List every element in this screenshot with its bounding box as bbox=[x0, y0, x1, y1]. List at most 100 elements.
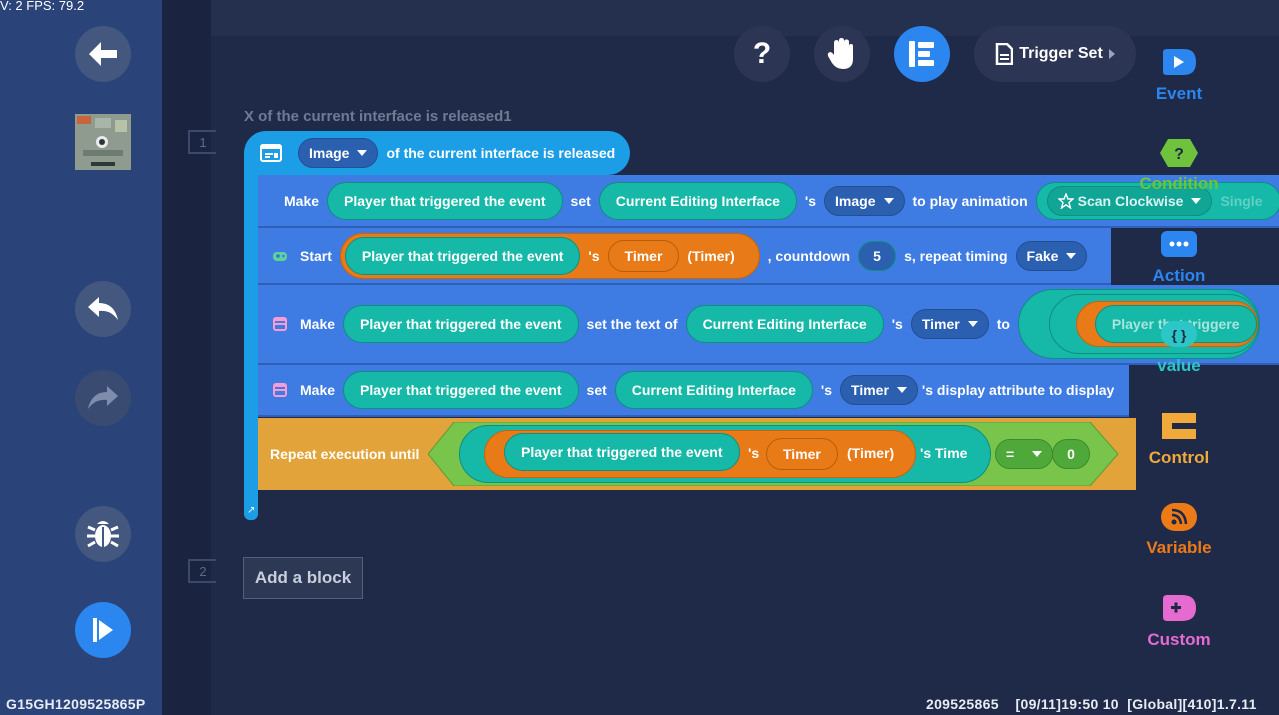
row1-image-dropdown[interactable]: Image bbox=[824, 185, 905, 216]
row3-player-pill[interactable]: Player that triggered the event bbox=[343, 305, 579, 343]
condition-icon: ? bbox=[1160, 139, 1198, 167]
category-action[interactable]: Action bbox=[1138, 230, 1220, 286]
row3-timer-dropdown-label: Timer bbox=[921, 316, 960, 332]
debug-button[interactable] bbox=[75, 506, 131, 562]
row5-value[interactable]: 0 bbox=[1052, 439, 1090, 469]
row3-timer-dropdown[interactable]: Timer bbox=[910, 309, 989, 339]
chevron-down-icon bbox=[1066, 252, 1077, 259]
svg-text:?: ? bbox=[1174, 146, 1184, 163]
row2-poss: 's bbox=[588, 247, 600, 264]
undo-button[interactable] bbox=[75, 281, 131, 337]
back-button[interactable] bbox=[75, 26, 131, 82]
row1-animation-label: Scan Clockwise bbox=[1077, 192, 1184, 209]
document-icon bbox=[995, 43, 1014, 65]
row3-value-expression[interactable]: Player that triggere bbox=[1017, 289, 1260, 359]
row1-poss: 's bbox=[804, 192, 817, 209]
status-bar-text: 209525865 [09/11]19:50 10 [Global][410]1… bbox=[926, 696, 1257, 712]
row1-player-pill[interactable]: Player that triggered the event bbox=[327, 181, 563, 220]
chevron-down-icon bbox=[967, 321, 978, 327]
trigger-set-button[interactable]: Trigger Set bbox=[974, 26, 1136, 82]
category-control-label: Control bbox=[1148, 448, 1210, 467]
bug-icon bbox=[87, 521, 119, 548]
category-value[interactable]: { } value bbox=[1138, 320, 1220, 376]
category-condition[interactable]: ? Condition bbox=[1138, 138, 1220, 194]
gamepad-icon bbox=[273, 251, 287, 261]
row5-operator-label: = bbox=[1006, 446, 1015, 462]
blocks-icon bbox=[909, 41, 934, 67]
debug-fps-text: V: 2 FPS: 79.2 bbox=[0, 0, 85, 13]
collapse-arrow-icon: ↗ bbox=[247, 505, 256, 516]
row2-countdown-value[interactable]: 5 bbox=[858, 240, 897, 271]
row5-timer-pill[interactable]: Timer bbox=[766, 438, 838, 470]
row1-image-dropdown-label: Image bbox=[835, 192, 876, 209]
hand-tool-button[interactable] bbox=[814, 26, 870, 82]
row1-trail-text: Single bbox=[1220, 192, 1263, 209]
row2-repeat-dropdown[interactable]: Fake bbox=[1015, 240, 1088, 271]
row2-repeat-dropdown-label: Fake bbox=[1026, 247, 1059, 264]
action-row-display-attribute[interactable]: Make Player that triggered the event set… bbox=[258, 365, 1129, 417]
row5-label: Repeat execution until bbox=[270, 446, 420, 462]
question-icon: ? bbox=[752, 37, 772, 70]
row1-interface-pill[interactable]: Current Editing Interface bbox=[598, 181, 797, 220]
row4-timer-dropdown-label: Timer bbox=[851, 382, 889, 398]
add-block-button[interactable]: Add a block bbox=[243, 557, 363, 599]
row3-interface-pill[interactable]: Current Editing Interface bbox=[685, 305, 884, 343]
row5-time-text: 's Time bbox=[920, 445, 968, 461]
category-event-label: Event bbox=[1155, 84, 1203, 103]
row5-player-pill[interactable]: Player that triggered the event bbox=[504, 433, 740, 471]
control-row-repeat-until[interactable]: Repeat execution until Player that trigg… bbox=[258, 418, 1136, 490]
row4-timer-dropdown[interactable]: Timer bbox=[840, 375, 918, 405]
star-icon bbox=[1057, 192, 1074, 209]
row2-countdown-text: , countdown bbox=[767, 247, 851, 264]
interface-icon bbox=[273, 383, 287, 397]
category-variable[interactable]: Variable bbox=[1138, 502, 1220, 558]
chevron-down-icon bbox=[883, 197, 894, 204]
row2-verb: Start bbox=[300, 247, 332, 264]
row4-player-pill[interactable]: Player that triggered the event bbox=[343, 371, 579, 409]
row1-verb: Make bbox=[284, 192, 320, 209]
row4-verb: Make bbox=[300, 382, 336, 398]
block-list-button[interactable] bbox=[894, 26, 950, 82]
left-sidebar: V: 2 FPS: 79.2 G15GH1209525865P bbox=[0, 0, 162, 715]
row1-set-text: set bbox=[570, 192, 591, 209]
category-event[interactable]: Event bbox=[1138, 48, 1220, 104]
category-action-label: Action bbox=[1152, 266, 1206, 285]
scene-thumbnail[interactable] bbox=[75, 114, 131, 170]
category-value-label: value bbox=[1157, 356, 1201, 375]
interface-icon bbox=[273, 317, 287, 331]
action-row-play-animation[interactable]: Make Player that triggered the event set… bbox=[258, 175, 1279, 228]
row5-operator-dropdown[interactable]: = bbox=[995, 439, 1054, 469]
row3-to: to bbox=[996, 316, 1010, 332]
arrow-left-icon bbox=[89, 42, 117, 66]
line-number-1: 1 bbox=[188, 130, 216, 154]
row2-timer-expression[interactable]: Player that triggered the event 's Timer… bbox=[339, 232, 760, 279]
chevron-down-icon bbox=[1191, 197, 1202, 204]
category-condition-label: Condition bbox=[1139, 174, 1219, 193]
interface-icon bbox=[260, 144, 282, 162]
help-button[interactable]: ? bbox=[734, 26, 790, 82]
run-button[interactable] bbox=[75, 602, 131, 658]
action-row-start-timer[interactable]: Start Player that triggered the event 's… bbox=[258, 228, 1111, 285]
category-control[interactable]: Control bbox=[1138, 412, 1220, 468]
action-row-set-text[interactable]: Make Player that triggered the event set… bbox=[258, 285, 1279, 365]
row3-text: set the text of bbox=[586, 316, 678, 332]
row4-interface-pill[interactable]: Current Editing Interface bbox=[614, 371, 813, 409]
row2-player-pill[interactable]: Player that triggered the event bbox=[344, 236, 581, 275]
chevron-down-icon bbox=[896, 387, 907, 393]
event-hat-block[interactable]: Image of the current interface is releas… bbox=[244, 131, 630, 175]
row4-set-text: set bbox=[586, 382, 607, 398]
row3-verb: Make bbox=[300, 316, 336, 332]
category-custom[interactable]: Custom bbox=[1138, 594, 1220, 650]
trigger-set-label: Trigger Set bbox=[1019, 45, 1103, 62]
category-variable-label: Variable bbox=[1146, 538, 1212, 557]
row2-timer-pill[interactable]: Timer bbox=[607, 239, 680, 272]
hat-image-dropdown[interactable]: Image bbox=[298, 138, 379, 168]
line-number-2: 2 bbox=[188, 559, 216, 583]
undo-icon bbox=[88, 297, 118, 320]
variable-icon bbox=[1161, 503, 1197, 531]
row1-animation-dropdown[interactable]: Scan Clockwise bbox=[1046, 185, 1213, 216]
svg-text:{ }: { } bbox=[1172, 327, 1187, 343]
redo-button[interactable] bbox=[75, 370, 131, 426]
chevron-down-icon bbox=[357, 150, 368, 156]
row1-animation-pill[interactable]: Scan Clockwise Single bbox=[1035, 181, 1279, 220]
